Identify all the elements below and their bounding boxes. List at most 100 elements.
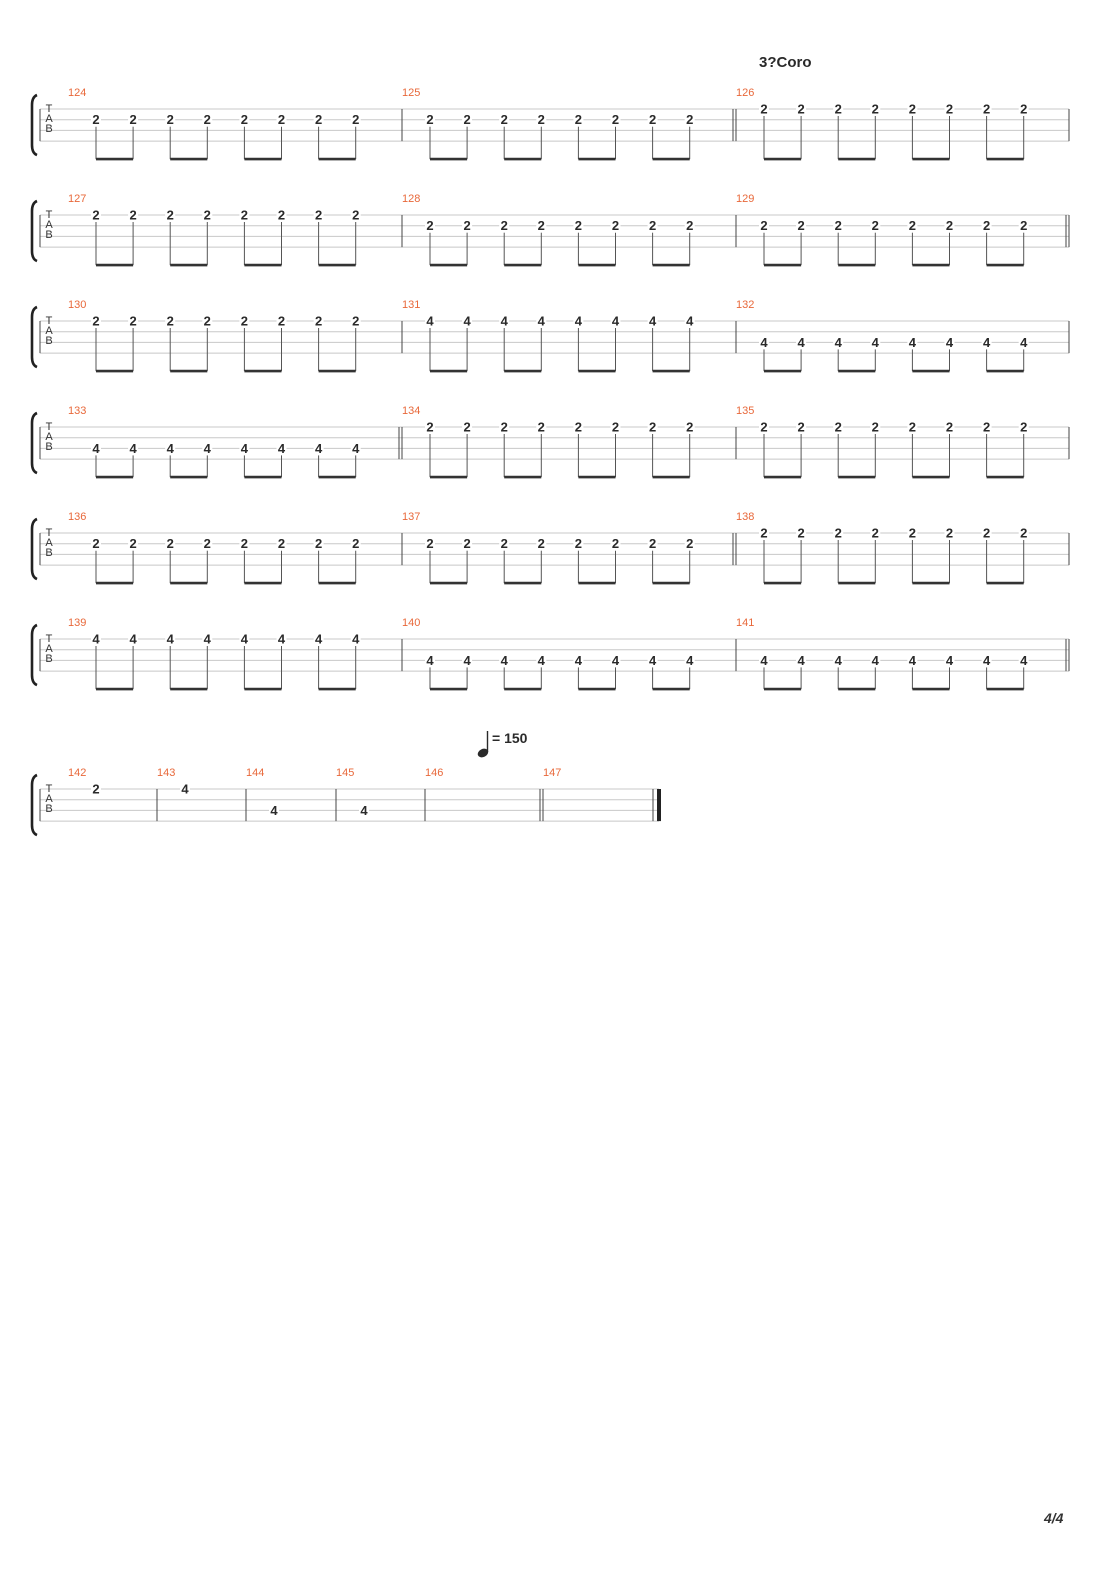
fret-number: 2 — [278, 208, 285, 223]
fret-knockout — [128, 209, 139, 220]
fret-knockout — [239, 442, 250, 454]
fret-knockout — [610, 654, 621, 666]
measure-number: 124 — [68, 87, 86, 99]
fret-knockout — [180, 783, 190, 794]
staff-brace — [30, 623, 38, 687]
fret-number: 2 — [352, 536, 359, 551]
measure-number: 141 — [736, 617, 754, 629]
fret-knockout — [91, 537, 101, 549]
fret-knockout — [128, 442, 139, 454]
fret-number: 2 — [92, 208, 99, 223]
staff-brace — [30, 305, 38, 369]
tab-clef-letter: B — [45, 803, 52, 815]
fret-knockout — [425, 537, 435, 549]
fret-number: 2 — [612, 536, 619, 551]
fret-number: 2 — [167, 314, 174, 329]
fret-knockout — [981, 103, 992, 114]
fret-number: 2 — [538, 112, 545, 127]
fret-knockout — [350, 537, 361, 549]
fret-number: 2 — [1020, 218, 1027, 233]
fret-number: 4 — [1020, 335, 1028, 350]
fret-knockout — [796, 527, 807, 538]
fret-knockout — [981, 527, 992, 538]
fret-knockout — [684, 315, 695, 326]
fret-knockout — [91, 209, 101, 220]
fret-number: 2 — [872, 420, 879, 435]
fret-knockout — [833, 219, 844, 231]
fret-number: 4 — [538, 314, 546, 329]
fret-knockout — [425, 315, 435, 326]
fret-number: 2 — [612, 112, 619, 127]
fret-knockout — [165, 113, 176, 125]
fret-number: 2 — [649, 420, 656, 435]
fret-number: 4 — [315, 441, 323, 456]
fret-number: 4 — [1020, 653, 1028, 668]
fret-number: 2 — [204, 208, 211, 223]
fret-number: 4 — [872, 335, 880, 350]
fret-knockout — [269, 804, 279, 816]
fret-number: 4 — [686, 653, 694, 668]
fret-knockout — [128, 537, 139, 549]
fret-number: 4 — [946, 335, 954, 350]
fret-number: 4 — [92, 632, 100, 647]
fret-knockout — [499, 421, 510, 432]
tab-clef-letter: T — [46, 103, 53, 115]
fret-knockout — [944, 527, 955, 538]
fret-number: 4 — [538, 653, 546, 668]
fret-knockout — [907, 103, 918, 114]
fret-number: 2 — [426, 536, 433, 551]
fret-number: 2 — [797, 420, 804, 435]
fret-number: 2 — [760, 526, 767, 541]
fret-knockout — [870, 421, 881, 432]
fret-knockout — [981, 336, 992, 348]
tab-clef-letter: A — [45, 537, 53, 549]
fret-knockout — [499, 113, 510, 125]
fret-number: 2 — [352, 112, 359, 127]
fret-number: 2 — [241, 112, 248, 127]
fret-number: 2 — [426, 420, 433, 435]
tab-clef-letter: T — [46, 633, 53, 645]
fret-number: 2 — [760, 102, 767, 117]
fret-number: 2 — [686, 218, 693, 233]
fret-knockout — [536, 219, 547, 231]
fret-number: 4 — [649, 653, 657, 668]
fret-number: 4 — [167, 632, 175, 647]
fret-knockout — [128, 113, 139, 125]
fret-knockout — [907, 421, 918, 432]
fret-number: 2 — [575, 112, 582, 127]
fret-knockout — [202, 537, 213, 549]
fret-knockout — [870, 103, 881, 114]
fret-number: 2 — [575, 536, 582, 551]
fret-knockout — [759, 421, 769, 432]
staff-brace — [30, 93, 38, 157]
fret-number: 2 — [575, 218, 582, 233]
fret-knockout — [202, 633, 213, 644]
fret-number: 2 — [241, 208, 248, 223]
fret-number: 2 — [872, 102, 879, 117]
fret-knockout — [165, 315, 176, 326]
fret-number: 2 — [983, 526, 990, 541]
fret-knockout — [313, 315, 324, 326]
fret-knockout — [359, 804, 369, 816]
measure-number: 135 — [736, 405, 754, 417]
fret-number: 2 — [426, 218, 433, 233]
measure-number: 127 — [68, 193, 86, 205]
fret-number: 4 — [92, 441, 100, 456]
fret-knockout — [499, 537, 510, 549]
fret-knockout — [462, 654, 473, 666]
fret-number: 2 — [612, 218, 619, 233]
fret-number: 2 — [278, 536, 285, 551]
fret-knockout — [128, 315, 139, 326]
fret-number: 2 — [278, 314, 285, 329]
fret-knockout — [981, 421, 992, 432]
fret-number: 2 — [167, 112, 174, 127]
fret-number: 4 — [797, 653, 805, 668]
fret-number: 4 — [278, 441, 286, 456]
quarter-note-icon — [477, 731, 489, 758]
fret-number: 4 — [612, 653, 620, 668]
fret-number: 4 — [463, 314, 471, 329]
fret-knockout — [573, 315, 584, 326]
tab-clef-letter: B — [45, 441, 52, 453]
fret-number: 4 — [278, 632, 286, 647]
fret-number: 4 — [575, 653, 583, 668]
